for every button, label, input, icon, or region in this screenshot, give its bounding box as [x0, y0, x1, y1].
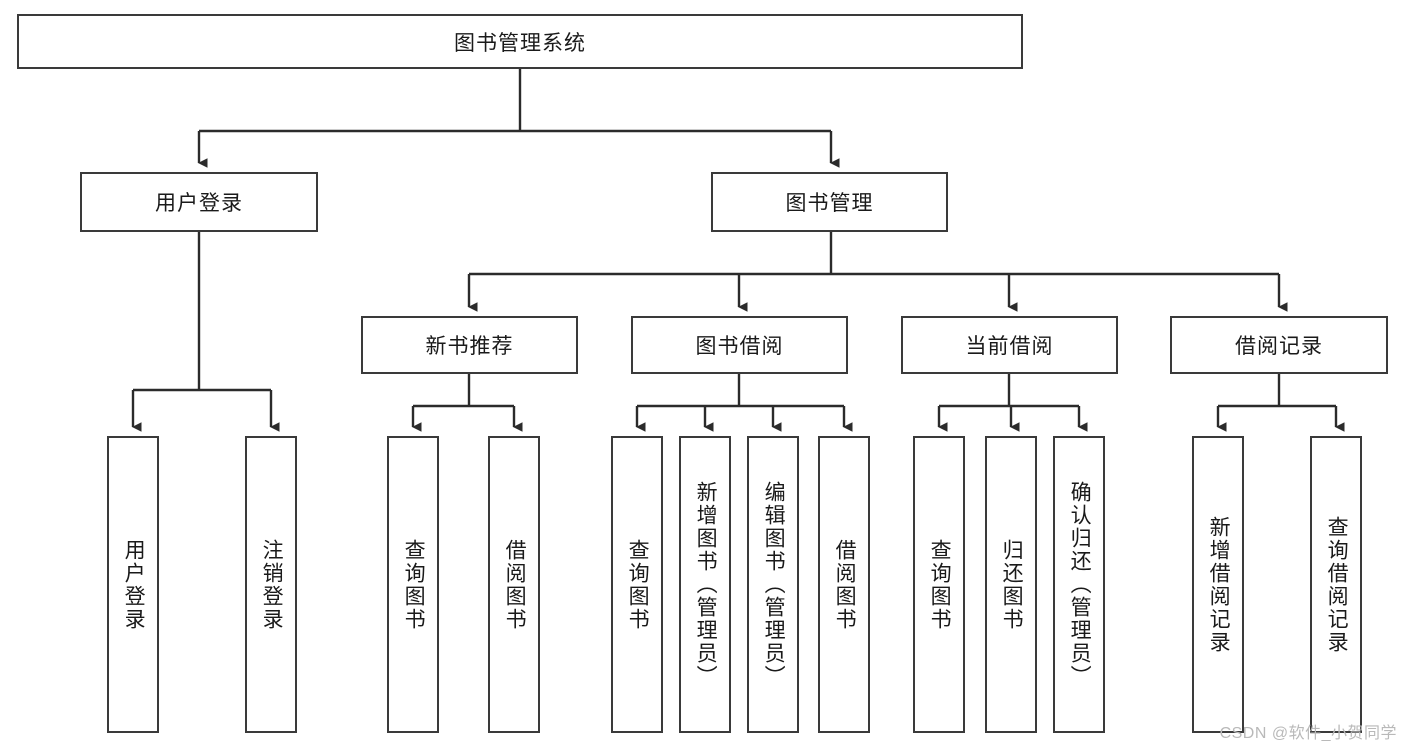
watermark-text: CSDN @软件_小贺同学: [1219, 725, 1397, 742]
node-leaf-query-book-2[interactable]: 查询图书: [611, 436, 663, 733]
node-leaf-query-record-label: 查询借阅记录: [1325, 515, 1349, 654]
node-new-book-recommend-label: 新书推荐: [425, 335, 514, 358]
node-leaf-query-book-2-label: 查询图书: [626, 538, 650, 631]
node-user-login-label: 用户登录: [155, 192, 243, 215]
node-leaf-confirm-return-label: 确认归还（管理员）: [1068, 481, 1092, 688]
node-borrow-record-label: 借阅记录: [1235, 335, 1323, 358]
node-leaf-query-book-3[interactable]: 查询图书: [913, 436, 965, 733]
node-leaf-borrow-book-2[interactable]: 借阅图书: [818, 436, 870, 733]
node-leaf-edit-book-label: 编辑图书（管理员）: [762, 481, 786, 688]
node-leaf-add-record[interactable]: 新增借阅记录: [1192, 436, 1244, 733]
node-leaf-edit-book[interactable]: 编辑图书（管理员）: [747, 436, 799, 733]
node-current-borrow[interactable]: 当前借阅: [901, 316, 1118, 374]
node-book-management-label: 图书管理: [785, 192, 874, 215]
node-user-login[interactable]: 用户登录: [80, 172, 318, 232]
node-root-label: 图书管理系统: [454, 31, 586, 55]
node-leaf-add-book[interactable]: 新增图书（管理员）: [679, 436, 731, 733]
node-leaf-add-record-label: 新增借阅记录: [1207, 515, 1231, 654]
node-leaf-user-logout[interactable]: 注销登录: [245, 436, 297, 733]
node-leaf-query-book-1[interactable]: 查询图书: [387, 436, 439, 733]
node-leaf-query-record[interactable]: 查询借阅记录: [1310, 436, 1362, 733]
node-book-borrow-label: 图书借阅: [695, 335, 784, 358]
node-leaf-borrow-book-2-label: 借阅图书: [833, 538, 857, 631]
node-leaf-user-login[interactable]: 用户登录: [107, 436, 159, 733]
node-leaf-return-book[interactable]: 归还图书: [985, 436, 1037, 733]
node-leaf-user-login-label: 用户登录: [122, 538, 146, 631]
node-leaf-user-logout-label: 注销登录: [260, 538, 284, 631]
node-root[interactable]: 图书管理系统: [17, 14, 1023, 69]
node-borrow-record[interactable]: 借阅记录: [1170, 316, 1388, 374]
node-book-borrow[interactable]: 图书借阅: [631, 316, 848, 374]
node-new-book-recommend[interactable]: 新书推荐: [361, 316, 578, 374]
node-leaf-borrow-book-1-label: 借阅图书: [503, 538, 527, 631]
node-current-borrow-label: 当前借阅: [965, 335, 1054, 358]
node-leaf-borrow-book-1[interactable]: 借阅图书: [488, 436, 540, 733]
node-book-management[interactable]: 图书管理: [711, 172, 948, 232]
node-leaf-query-book-1-label: 查询图书: [402, 538, 426, 631]
node-leaf-add-book-label: 新增图书（管理员）: [694, 481, 718, 688]
node-leaf-query-book-3-label: 查询图书: [928, 538, 952, 631]
node-leaf-return-book-label: 归还图书: [1000, 538, 1024, 631]
node-leaf-confirm-return[interactable]: 确认归还（管理员）: [1053, 436, 1105, 733]
